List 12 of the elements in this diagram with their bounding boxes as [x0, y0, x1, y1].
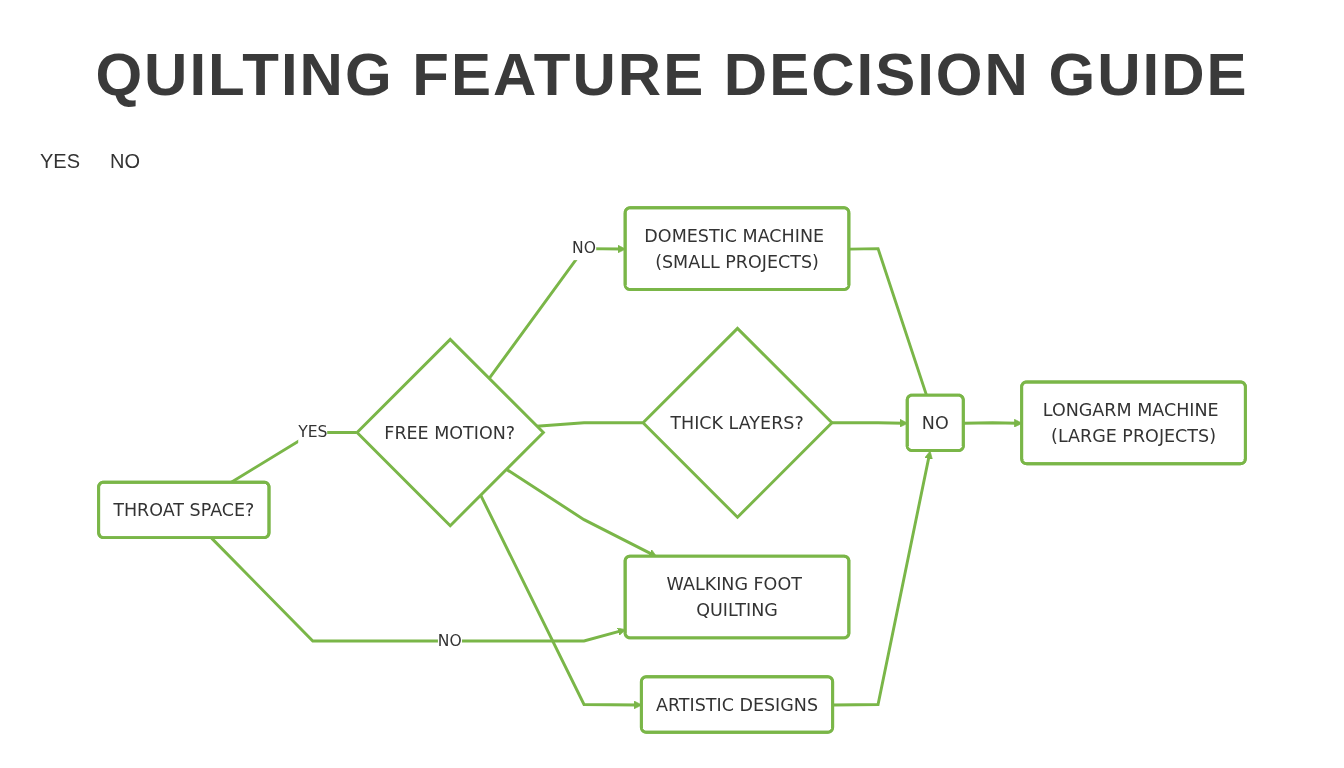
edge-label: YES — [298, 422, 328, 442]
arrow — [210, 537, 626, 643]
branch-label: YES — [40, 150, 81, 173]
arrow — [833, 450, 933, 707]
branch-label: NO — [110, 150, 141, 173]
edge-label: NO — [437, 631, 462, 650]
node-diamond: FREE MOTION? — [355, 337, 546, 528]
arrow — [487, 244, 626, 380]
connector — [536, 421, 643, 428]
title: QUILTING FEATURE DECISION GUIDE — [94, 40, 1250, 109]
node-diamond: THICK LAYERS? — [641, 326, 834, 520]
edge-label: NO — [572, 238, 596, 258]
